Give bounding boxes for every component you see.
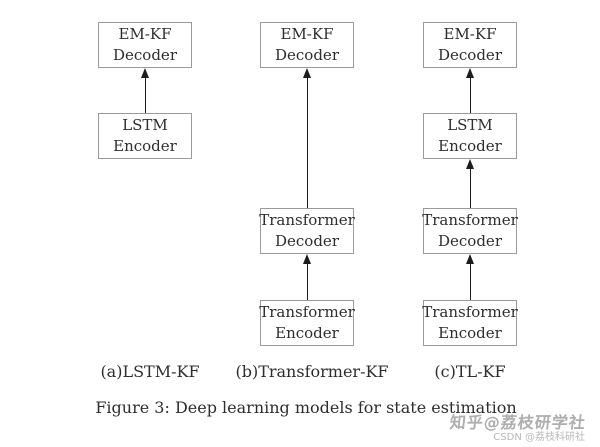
- arrow-up-icon: [465, 68, 474, 78]
- figure-caption: Figure 3: Deep learning models for state…: [95, 398, 517, 417]
- arrow-up-icon: [140, 68, 149, 78]
- box-text: LSTM: [447, 116, 493, 134]
- box-text: Transformer: [259, 303, 355, 321]
- arrow-up-icon: [302, 68, 311, 78]
- box-a-emkf-decoder: EM-KF Decoder: [98, 22, 192, 68]
- arrow-line: [145, 77, 146, 113]
- arrow-up-icon: [302, 254, 311, 264]
- subfigure-label-c: (c)TL-KF: [434, 362, 506, 381]
- box-text: Decoder: [438, 46, 502, 64]
- arrow-line: [470, 77, 471, 113]
- subfigure-label-a: (a)LSTM-KF: [100, 362, 200, 381]
- box-text: Decoder: [275, 232, 339, 250]
- box-text: Transformer: [422, 303, 518, 321]
- box-text: EM-KF: [118, 25, 172, 43]
- box-text: LSTM: [122, 116, 168, 134]
- arrow-up-icon: [465, 159, 474, 169]
- watermark-csdn: CSDN @荔枝科研社: [493, 432, 585, 443]
- box-c-lstm-encoder: LSTM Encoder: [423, 113, 517, 159]
- arrow-up-icon: [465, 254, 474, 264]
- box-text: EM-KF: [280, 25, 334, 43]
- box-b-transformer-encoder: Transformer Encoder: [259, 300, 355, 346]
- box-text: Transformer: [422, 211, 518, 229]
- arrow-line: [307, 77, 308, 208]
- box-b-transformer-decoder: Transformer Decoder: [259, 208, 355, 254]
- subfigure-label-b: (b)Transformer-KF: [235, 362, 389, 381]
- box-a-lstm-encoder: LSTM Encoder: [98, 113, 192, 159]
- box-text: Decoder: [438, 232, 502, 250]
- box-text: Encoder: [438, 137, 502, 155]
- arrow-line: [470, 168, 471, 208]
- box-text: Encoder: [113, 137, 177, 155]
- box-text: Decoder: [275, 46, 339, 64]
- box-c-transformer-encoder: Transformer Encoder: [422, 300, 518, 346]
- box-text: Encoder: [438, 324, 502, 342]
- box-text: Transformer: [259, 211, 355, 229]
- arrow-line: [470, 263, 471, 300]
- box-c-transformer-decoder: Transformer Decoder: [422, 208, 518, 254]
- box-text: EM-KF: [443, 25, 497, 43]
- box-b-emkf-decoder: EM-KF Decoder: [260, 22, 354, 68]
- box-text: Encoder: [275, 324, 339, 342]
- arrow-line: [307, 263, 308, 300]
- box-c-emkf-decoder: EM-KF Decoder: [423, 22, 517, 68]
- box-text: Decoder: [113, 46, 177, 64]
